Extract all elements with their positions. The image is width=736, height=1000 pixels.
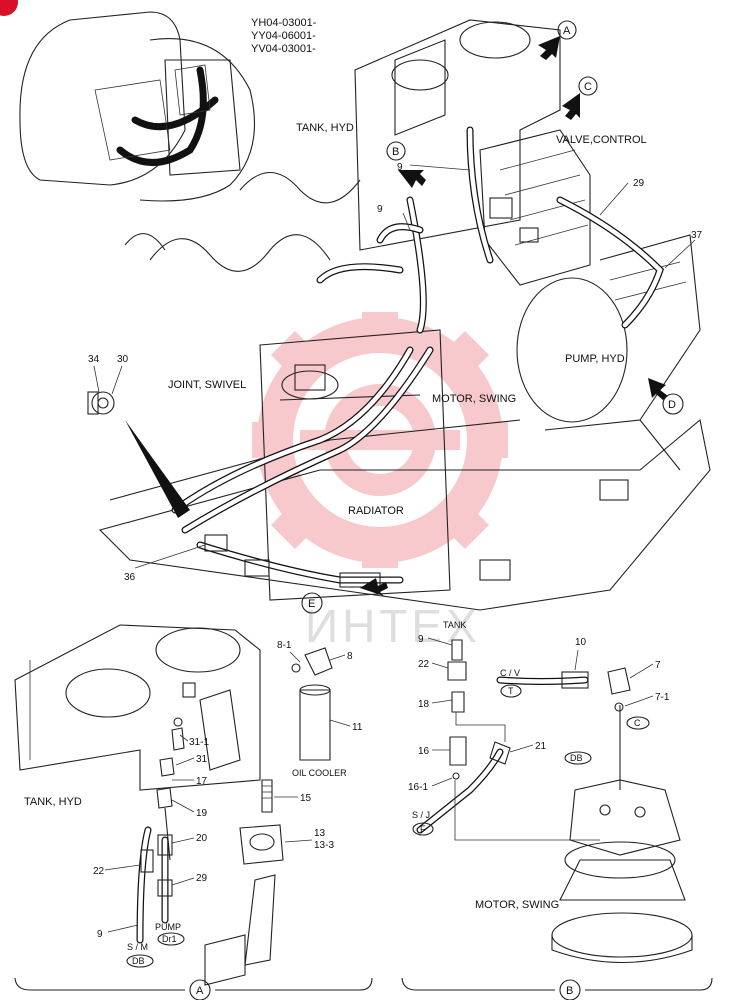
arrow-a (538, 36, 560, 60)
label-valve-control: VALVE,CONTROL (556, 134, 647, 146)
svg-text:B: B (392, 146, 399, 158)
tag-a-top: A (557, 20, 577, 40)
part-18: 18 (418, 699, 430, 710)
tag-dr1: Dr1 (157, 932, 185, 946)
tag-db-a: DB (126, 954, 154, 968)
part-31-1: 31-1 (189, 737, 209, 748)
part-16-1: 16-1 (408, 782, 428, 793)
part-30: 30 (117, 354, 129, 365)
corner-badge (0, 0, 18, 16)
tag-b-bottom: B (559, 979, 581, 1000)
arrow-e (360, 578, 388, 596)
part-13: 13 (314, 828, 326, 839)
svg-text:A: A (563, 25, 571, 37)
tag-f: F (412, 822, 434, 836)
part-22-b: 22 (418, 659, 430, 670)
arrow-d (648, 378, 668, 400)
overview-drawing (19, 11, 711, 611)
svg-text:E: E (308, 598, 315, 610)
svg-text:DB: DB (132, 956, 145, 966)
label-motor-swing-detail: MOTOR, SWING (475, 899, 559, 911)
part-8: 8 (347, 651, 353, 662)
tag-db-b: DB (564, 751, 592, 765)
svg-text:F: F (420, 824, 426, 834)
part-8-1: 8-1 (277, 640, 292, 651)
bracket-b (401, 977, 713, 991)
part-31: 31 (196, 754, 208, 765)
part-37: 37 (691, 230, 703, 241)
part-34: 34 (88, 354, 100, 365)
svg-text:C: C (584, 81, 592, 93)
clamp-part-30 (87, 391, 115, 415)
part-9-b: 9 (377, 204, 383, 215)
part-16: 16 (418, 746, 430, 757)
tag-a-bottom: A (189, 979, 211, 1000)
label-tank-hyd-top: TANK, HYD (296, 122, 354, 134)
machine-inset (19, 11, 256, 202)
arrow-b (398, 170, 426, 188)
tag-d: D (662, 393, 684, 415)
watermark-logo (252, 312, 508, 568)
part-22-a: 22 (93, 866, 105, 877)
part-13-3: 13-3 (314, 840, 334, 851)
svg-text:Dr1: Dr1 (162, 934, 177, 944)
part-11: 11 (352, 722, 363, 733)
model-code-2: YY04-06001- (251, 30, 316, 42)
svg-text:C: C (634, 718, 641, 728)
part-29-top: 29 (633, 178, 645, 189)
bracket-a (14, 977, 373, 991)
label-tank-hyd-detail: TANK, HYD (24, 796, 82, 808)
svg-text:B: B (566, 985, 573, 997)
part-19: 19 (196, 808, 208, 819)
watermark-text: ИНТЕХ (305, 600, 481, 652)
arrow-c (562, 93, 580, 120)
part-20: 20 (196, 833, 208, 844)
label-tank-small: TANK (443, 620, 466, 630)
label-oil-cooler: OIL COOLER (292, 768, 347, 778)
part-9-d: 9 (418, 634, 424, 645)
label-pump-small: PUMP (155, 922, 181, 932)
tag-t: T (500, 684, 522, 698)
tag-e: E (301, 592, 323, 614)
label-joint-swivel: JOINT, SWIVEL (168, 379, 246, 391)
svg-text:T: T (508, 686, 514, 696)
model-code-3: YV04-03001- (251, 43, 316, 55)
label-sm: S / M (127, 942, 148, 952)
part-9-c: 9 (97, 929, 103, 940)
tag-b-top: B (386, 141, 406, 161)
part-29-a: 29 (196, 873, 208, 884)
detail-a (14, 624, 333, 986)
svg-text:D: D (668, 399, 676, 411)
part-10: 10 (575, 637, 587, 648)
model-code-1: YH04-03001- (251, 17, 317, 29)
label-radiator: RADIATOR (348, 505, 404, 517)
part-36: 36 (124, 572, 136, 583)
detail-b (416, 639, 693, 963)
part-17: 17 (196, 776, 208, 787)
tag-c-top: C (578, 76, 598, 96)
part-21: 21 (535, 741, 547, 752)
part-7-1: 7-1 (655, 692, 670, 703)
svg-text:DB: DB (570, 753, 583, 763)
part-9-a: 9 (397, 162, 403, 173)
part-15: 15 (300, 793, 312, 804)
label-cv: C / V (500, 668, 520, 678)
part-7: 7 (655, 660, 661, 671)
label-sj-b: S / J (412, 810, 430, 820)
label-pump-hyd: PUMP, HYD (565, 353, 625, 365)
tag-c-small: C (626, 716, 650, 730)
label-motor-swing-top: MOTOR, SWING (432, 393, 516, 405)
svg-text:A: A (196, 985, 204, 997)
